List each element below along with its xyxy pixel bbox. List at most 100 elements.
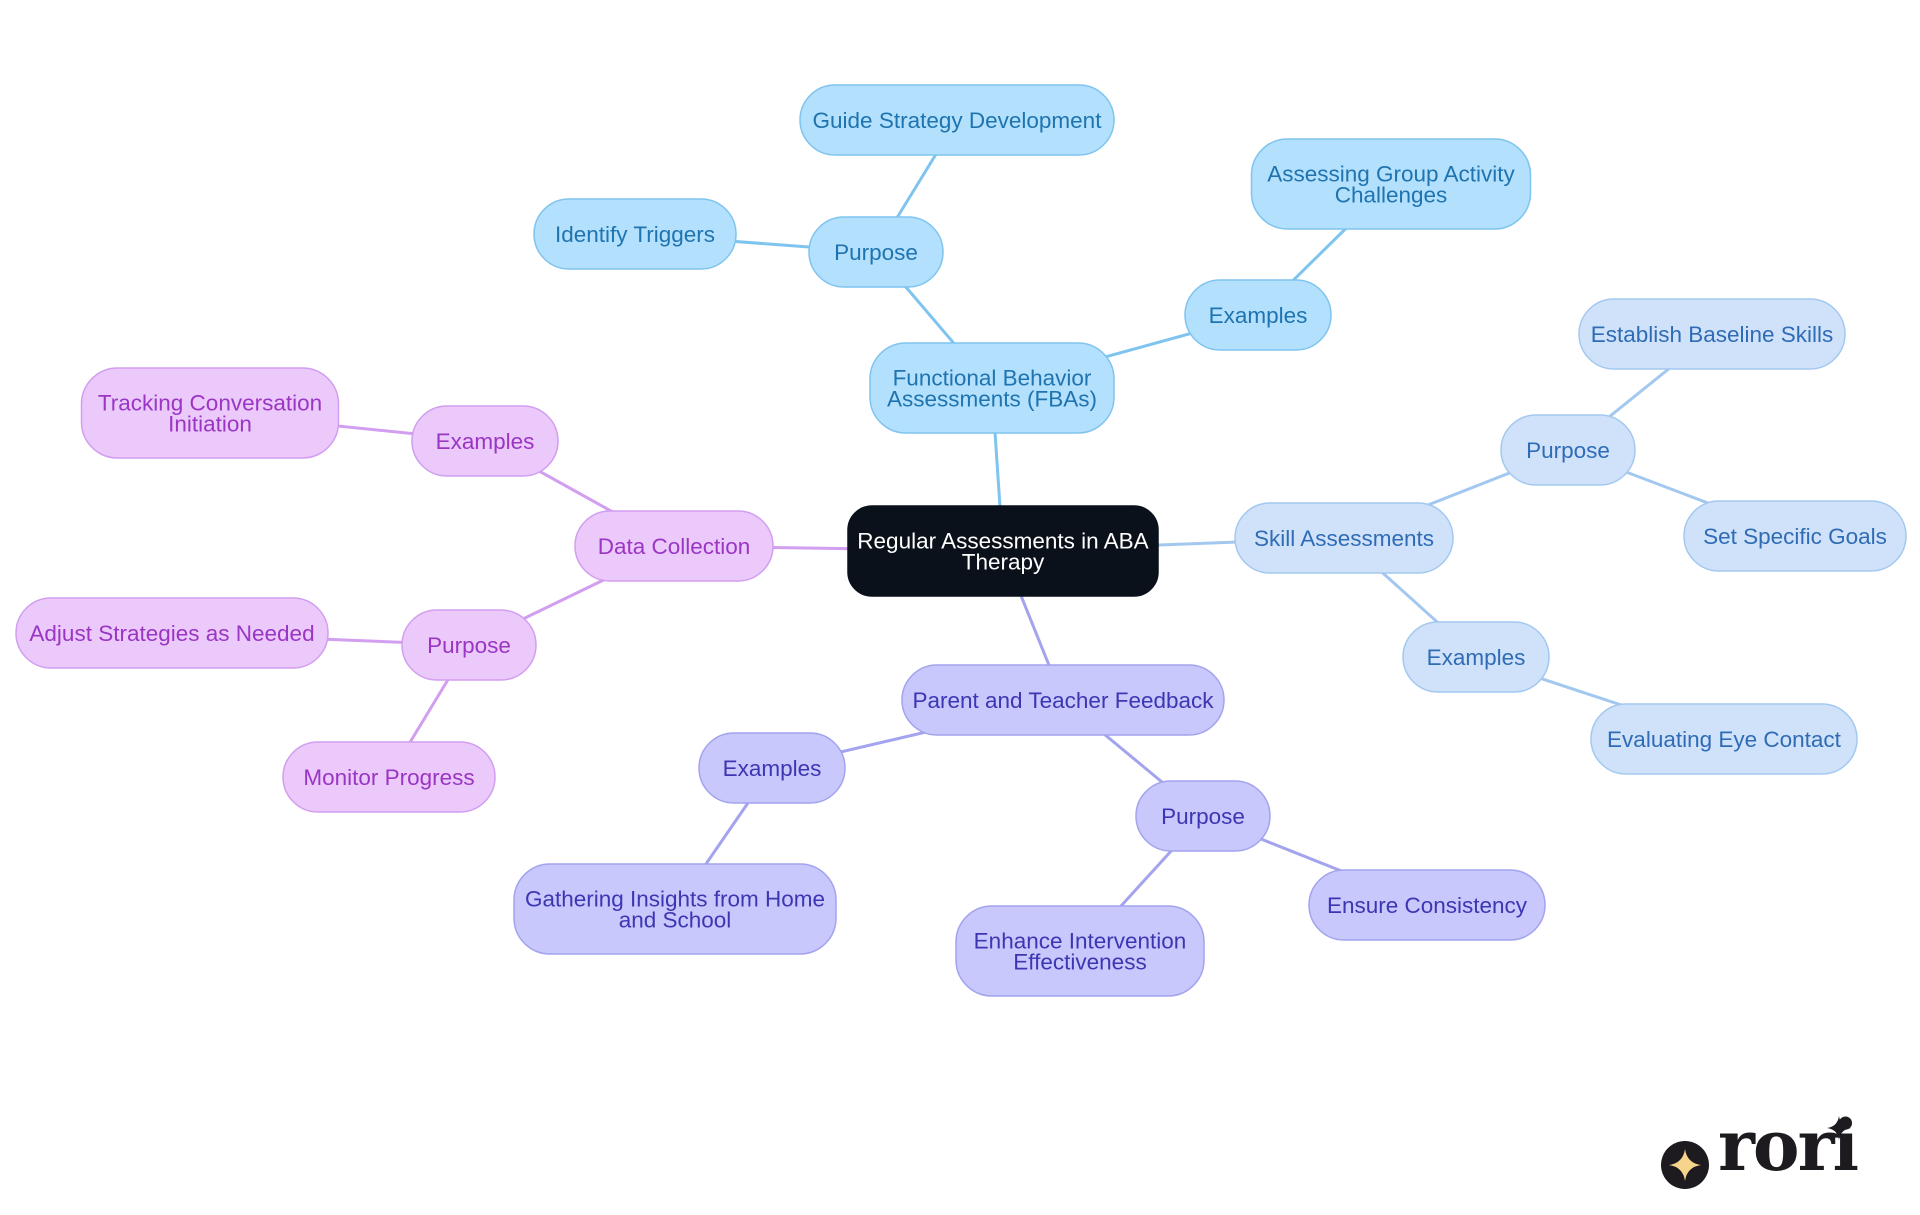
node-label-line: and School — [619, 908, 732, 933]
node-ptf-consistency: Ensure Consistency — [1308, 869, 1546, 941]
node-dc-monitor: Monitor Progress — [282, 741, 496, 813]
node-label-line: Identify Triggers — [555, 222, 715, 247]
node-box — [1308, 869, 1546, 941]
node-label-line: Establish Baseline Skills — [1591, 322, 1834, 347]
node-label: Identify Triggers — [555, 222, 715, 247]
node-label: Guide Strategy Development — [813, 108, 1103, 133]
node-box — [698, 732, 846, 804]
node-box — [847, 505, 1159, 597]
node-label-line: Set Specific Goals — [1703, 524, 1887, 549]
node-box — [955, 905, 1205, 997]
node-label-line: Evaluating Eye Contact — [1607, 727, 1842, 752]
node-label-line: Data Collection — [598, 534, 751, 559]
node-label-line: Therapy — [962, 550, 1045, 575]
rori-logo: rori — [1650, 1111, 1860, 1195]
node-box — [15, 597, 329, 669]
node-label: Purpose — [1161, 804, 1245, 829]
node-label: Examples — [1427, 645, 1526, 670]
node-dc-adjust: Adjust Strategies as Needed — [15, 597, 329, 669]
node-skill-goals: Set Specific Goals — [1683, 500, 1907, 572]
node-label-line: Purpose — [427, 633, 511, 658]
node-box — [1500, 414, 1636, 486]
node-label-line: Enhance Intervention — [974, 929, 1187, 954]
node-label-line: Purpose — [1526, 438, 1610, 463]
node-label: Purpose — [834, 240, 918, 265]
node-fba-guide: Guide Strategy Development — [799, 84, 1115, 156]
node-label-line: Regular Assessments in ABA — [857, 529, 1148, 554]
node-box — [80, 367, 340, 459]
node-dc: Data Collection — [574, 510, 774, 582]
node-skill-eye: Evaluating Eye Contact — [1590, 703, 1858, 775]
sparkle-icon — [1827, 1116, 1851, 1140]
node-label-line: Examples — [1427, 645, 1526, 670]
node-label-line: Effectiveness — [1013, 950, 1146, 975]
node-label-line: Adjust Strategies as Needed — [29, 621, 314, 646]
node-label: Adjust Strategies as Needed — [29, 621, 314, 646]
node-box — [1683, 500, 1907, 572]
node-label-line: Purpose — [834, 240, 918, 265]
node-box — [282, 741, 496, 813]
node-label-line: Guide Strategy Development — [813, 108, 1103, 133]
node-fba-purpose: Purpose — [808, 216, 944, 288]
node-label-line: Gathering Insights from Home — [525, 887, 825, 912]
node-box — [869, 342, 1115, 434]
node-ptf-purpose: Purpose — [1135, 780, 1271, 852]
node-box — [1578, 298, 1846, 370]
node-label-line: Examples — [1209, 303, 1308, 328]
node-box — [1234, 502, 1454, 574]
node-label-line: Assessments (FBAs) — [887, 387, 1097, 412]
node-box — [401, 609, 537, 681]
node-box — [1590, 703, 1858, 775]
node-box — [513, 863, 837, 955]
node-ptf-examples: Examples — [698, 732, 846, 804]
node-label: Evaluating Eye Contact — [1607, 727, 1842, 752]
node-box — [411, 405, 559, 477]
node-label: Examples — [1209, 303, 1308, 328]
node-box — [574, 510, 774, 582]
node-label-line: Examples — [436, 429, 535, 454]
node-skill-purpose: Purpose — [1500, 414, 1636, 486]
node-label-line: Purpose — [1161, 804, 1245, 829]
node-label: Skill Assessments — [1254, 526, 1434, 551]
logo-wordmark: rori — [1718, 1104, 1859, 1187]
four-point-star-icon — [1661, 1141, 1709, 1189]
node-label-line: Assessing Group Activity — [1267, 162, 1515, 187]
node-box — [808, 216, 944, 288]
node-box — [1250, 138, 1532, 230]
node-label: Data Collection — [598, 534, 751, 559]
node-fba-examples: Examples — [1184, 279, 1332, 351]
node-label-line: Examples — [723, 756, 822, 781]
node-dc-examples: Examples — [411, 405, 559, 477]
node-label: Parent and Teacher Feedback — [912, 688, 1214, 713]
node-skill-baseline: Establish Baseline Skills — [1578, 298, 1846, 370]
node-label: Establish Baseline Skills — [1591, 322, 1834, 347]
node-label: Purpose — [427, 633, 511, 658]
node-box — [1402, 621, 1550, 693]
node-label-line: Functional Behavior — [893, 366, 1092, 391]
node-label: Purpose — [1526, 438, 1610, 463]
node-label-line: Parent and Teacher Feedback — [912, 688, 1214, 713]
node-label: Examples — [436, 429, 535, 454]
node-box — [533, 198, 737, 270]
node-box — [1184, 279, 1332, 351]
node-dc-purpose: Purpose — [401, 609, 537, 681]
node-label: Ensure Consistency — [1327, 893, 1528, 918]
node-skill: Skill Assessments — [1234, 502, 1454, 574]
node-skill-examples: Examples — [1402, 621, 1550, 693]
node-box — [901, 664, 1225, 736]
node-label-line: Skill Assessments — [1254, 526, 1434, 551]
node-box — [1135, 780, 1271, 852]
node-label-line: Monitor Progress — [303, 765, 474, 790]
